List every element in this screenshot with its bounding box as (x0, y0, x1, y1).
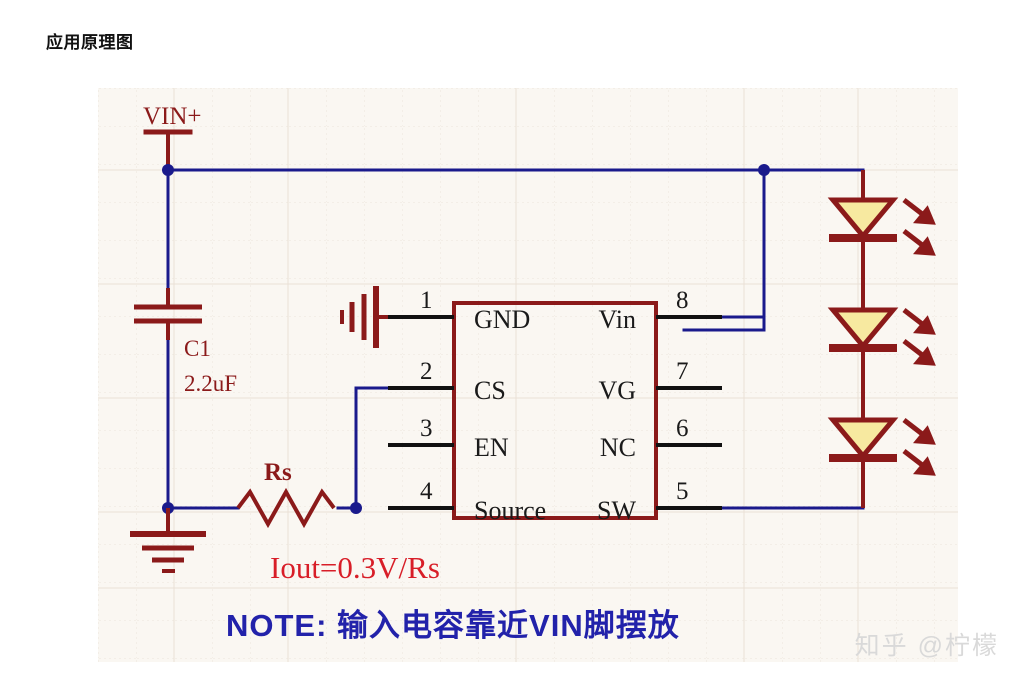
schematic-svg: VIN+ C1 2.2uF Rs (98, 88, 958, 662)
capacitor-designator: C1 (184, 336, 211, 361)
led-bottom-triangle (827, 417, 899, 460)
led-bottom (827, 417, 936, 476)
pin-label-nc: NC (600, 433, 636, 462)
led-middle-emission-arrows (902, 308, 936, 366)
pin-number-7: 7 (676, 358, 689, 385)
vin-power-port (143, 129, 193, 172)
ground-symbol-main (130, 508, 206, 573)
pin-label-sw: SW (597, 496, 636, 525)
pin-label-en: EN (474, 433, 509, 462)
resistor-zigzag (236, 487, 336, 529)
vin-port-label: VIN+ (143, 103, 202, 130)
note-annotation: NOTE: 输入电容靠近VIN脚摆放 (226, 608, 680, 643)
wire-pin-overlays (722, 170, 863, 510)
junction-dot-cs-source (350, 502, 362, 514)
led-middle (827, 307, 936, 366)
led-top (827, 197, 936, 256)
resistor-rs-symbol (236, 487, 336, 529)
pin-number-6: 6 (676, 415, 689, 442)
ground-symbol-pin1 (340, 286, 388, 348)
pin-label-vg: VG (598, 376, 636, 405)
watermark: 知乎 @柠檬 (854, 632, 999, 660)
ic-pin-lines-right (656, 315, 722, 510)
led-bottom-emission-arrows (902, 418, 936, 476)
led-middle-triangle (827, 307, 899, 350)
pin-number-3: 3 (420, 415, 433, 442)
pin-number-4: 4 (420, 478, 433, 505)
capacitor-value: 2.2uF (184, 371, 237, 396)
capacitor-c1-symbol (134, 288, 202, 340)
pin-label-vin: Vin (599, 305, 636, 334)
led-top-triangle (827, 197, 899, 240)
page-title: 应用原理图 (46, 33, 134, 52)
pin-label-gnd: GND (474, 305, 530, 334)
pin-number-1: 1 (420, 287, 433, 314)
pin-label-cs: CS (474, 376, 506, 405)
junction-dot-pin8-top (758, 164, 770, 176)
resistor-designator: Rs (264, 459, 292, 486)
pin-label-source: Source (474, 496, 546, 525)
pin-number-8: 8 (676, 287, 689, 314)
grid-overlay (98, 88, 958, 662)
led-top-emission-arrows (902, 198, 936, 256)
junction-dot-vin (162, 164, 174, 176)
pin-number-2: 2 (420, 358, 433, 385)
ic-body (452, 301, 658, 520)
ic-pin-lines-left (388, 315, 454, 510)
pin-number-5: 5 (676, 478, 689, 505)
formula-annotation: Iout=0.3V/Rs (270, 550, 440, 585)
schematic-canvas: VIN+ C1 2.2uF Rs (98, 88, 958, 662)
